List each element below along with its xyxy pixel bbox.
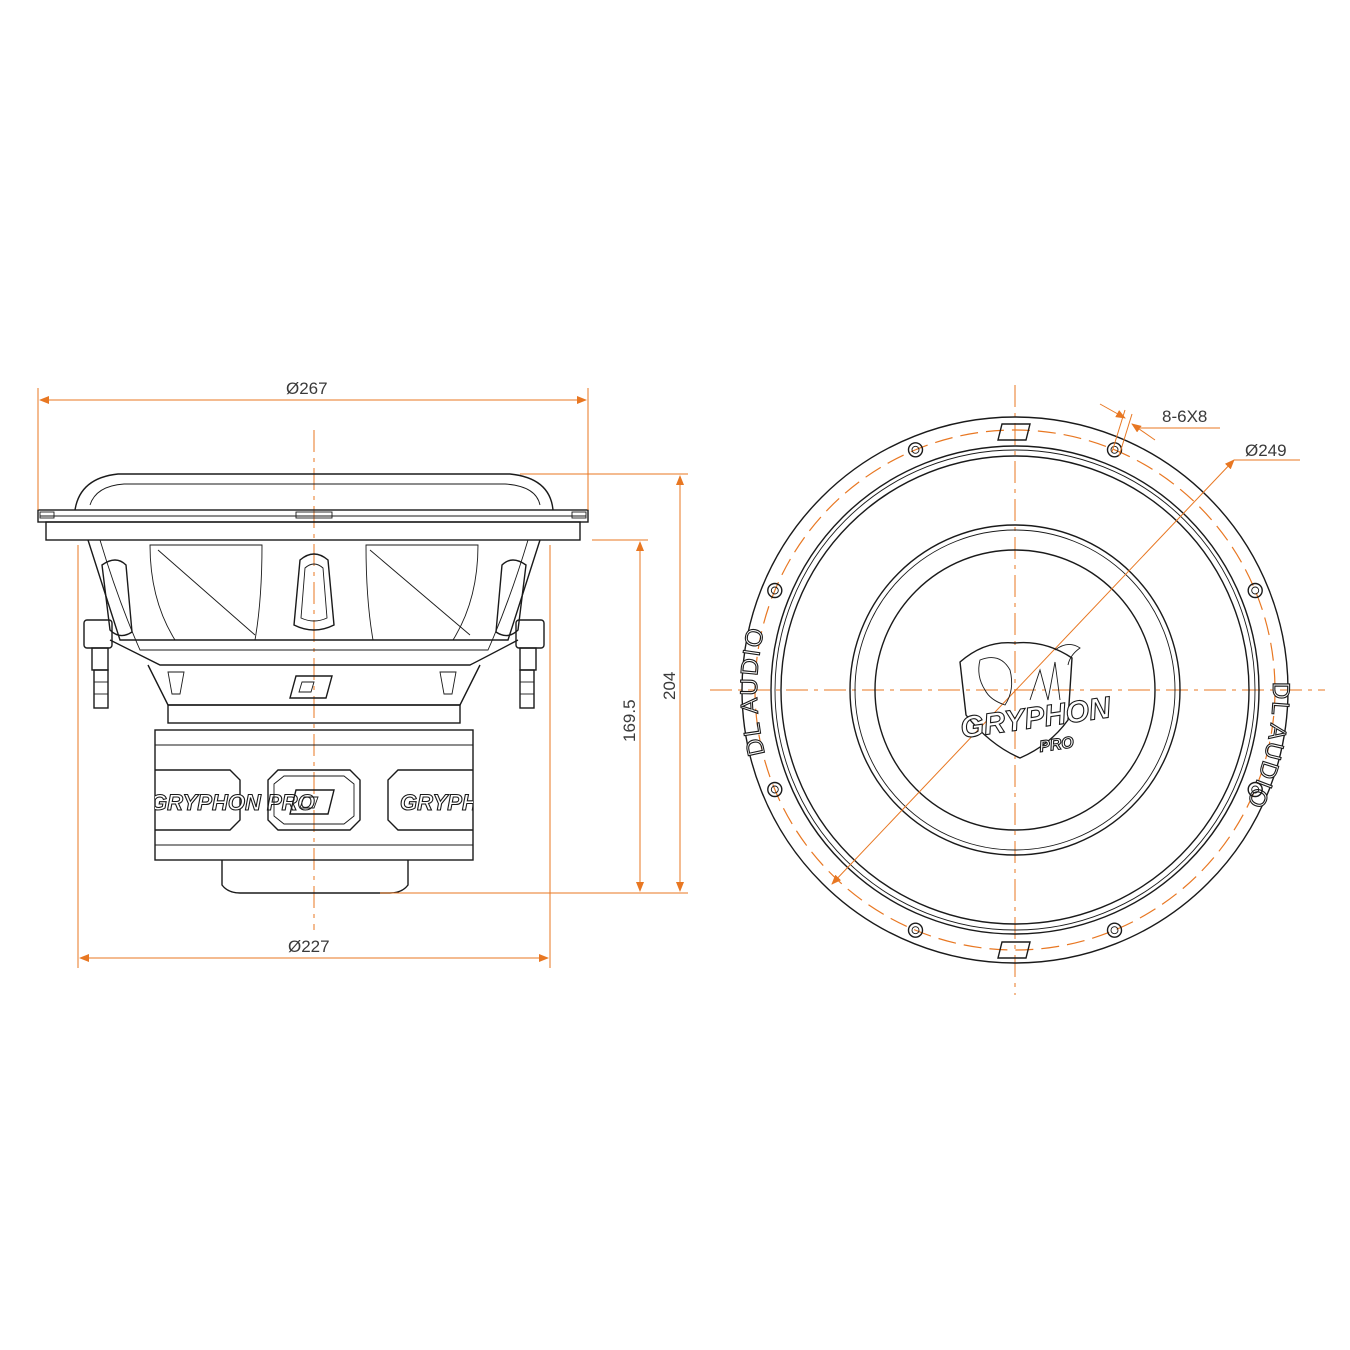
mounting-hole-inner-3: [1251, 785, 1260, 794]
magnet-logo-icon: [267, 769, 361, 831]
mounting-hole-3: [1247, 781, 1263, 798]
dim-magnet-diameter: Ø227: [288, 937, 330, 956]
mounting-hole-inner-5: [911, 926, 920, 935]
dim-overall-diameter: Ø267: [286, 379, 328, 398]
mounting-hole-8: [907, 442, 924, 458]
magnet-brand-left: GRYPHON PRO: [150, 790, 315, 815]
dim-mounting-depth: 169.5: [620, 699, 639, 742]
gryphon-logo-icon: GRYPHON PRO: [958, 641, 1115, 759]
mounting-hole-4: [1106, 922, 1123, 938]
mounting-hole-inner-2: [1251, 586, 1260, 595]
mounting-hole-inner-1: [1110, 445, 1119, 454]
mounting-hole-inner-8: [911, 445, 920, 454]
mounting-hole-inner-7: [770, 586, 779, 595]
ring-logo-bottom-icon: [997, 941, 1031, 959]
basket-logo-icon: [289, 675, 333, 699]
front-view: DL AUDIO DL AUDIO Ø249 8-6X8 GRYPHON PRO: [710, 385, 1325, 995]
mounting-hole-5: [907, 922, 924, 938]
mounting-hole-2: [1247, 582, 1263, 599]
mounting-hole-inner-4: [1110, 926, 1119, 935]
terminal-right: [515, 619, 545, 709]
logo-title: GRYPHON: [958, 691, 1114, 745]
dim-total-height: 204: [660, 672, 679, 700]
side-view: GRYPHON PRO GRYPHON: [37, 430, 589, 930]
mounting-hole-inner-6: [770, 785, 779, 794]
mounting-hole-7: [767, 582, 783, 599]
ring-logo-top-icon: [997, 423, 1031, 441]
dim-bolt-circle: Ø249: [1245, 441, 1287, 460]
magnet-brand-right: GRYPHON: [400, 790, 512, 815]
terminal-left: [83, 619, 113, 709]
logo-subtitle: PRO: [1038, 734, 1075, 756]
side-dimensions: Ø267 Ø227 169.5 204: [37, 379, 688, 968]
ring-text-left: DL AUDIO: [736, 624, 771, 759]
mounting-hole-6: [767, 781, 783, 798]
dim-mounting-holes: 8-6X8: [1162, 407, 1207, 426]
